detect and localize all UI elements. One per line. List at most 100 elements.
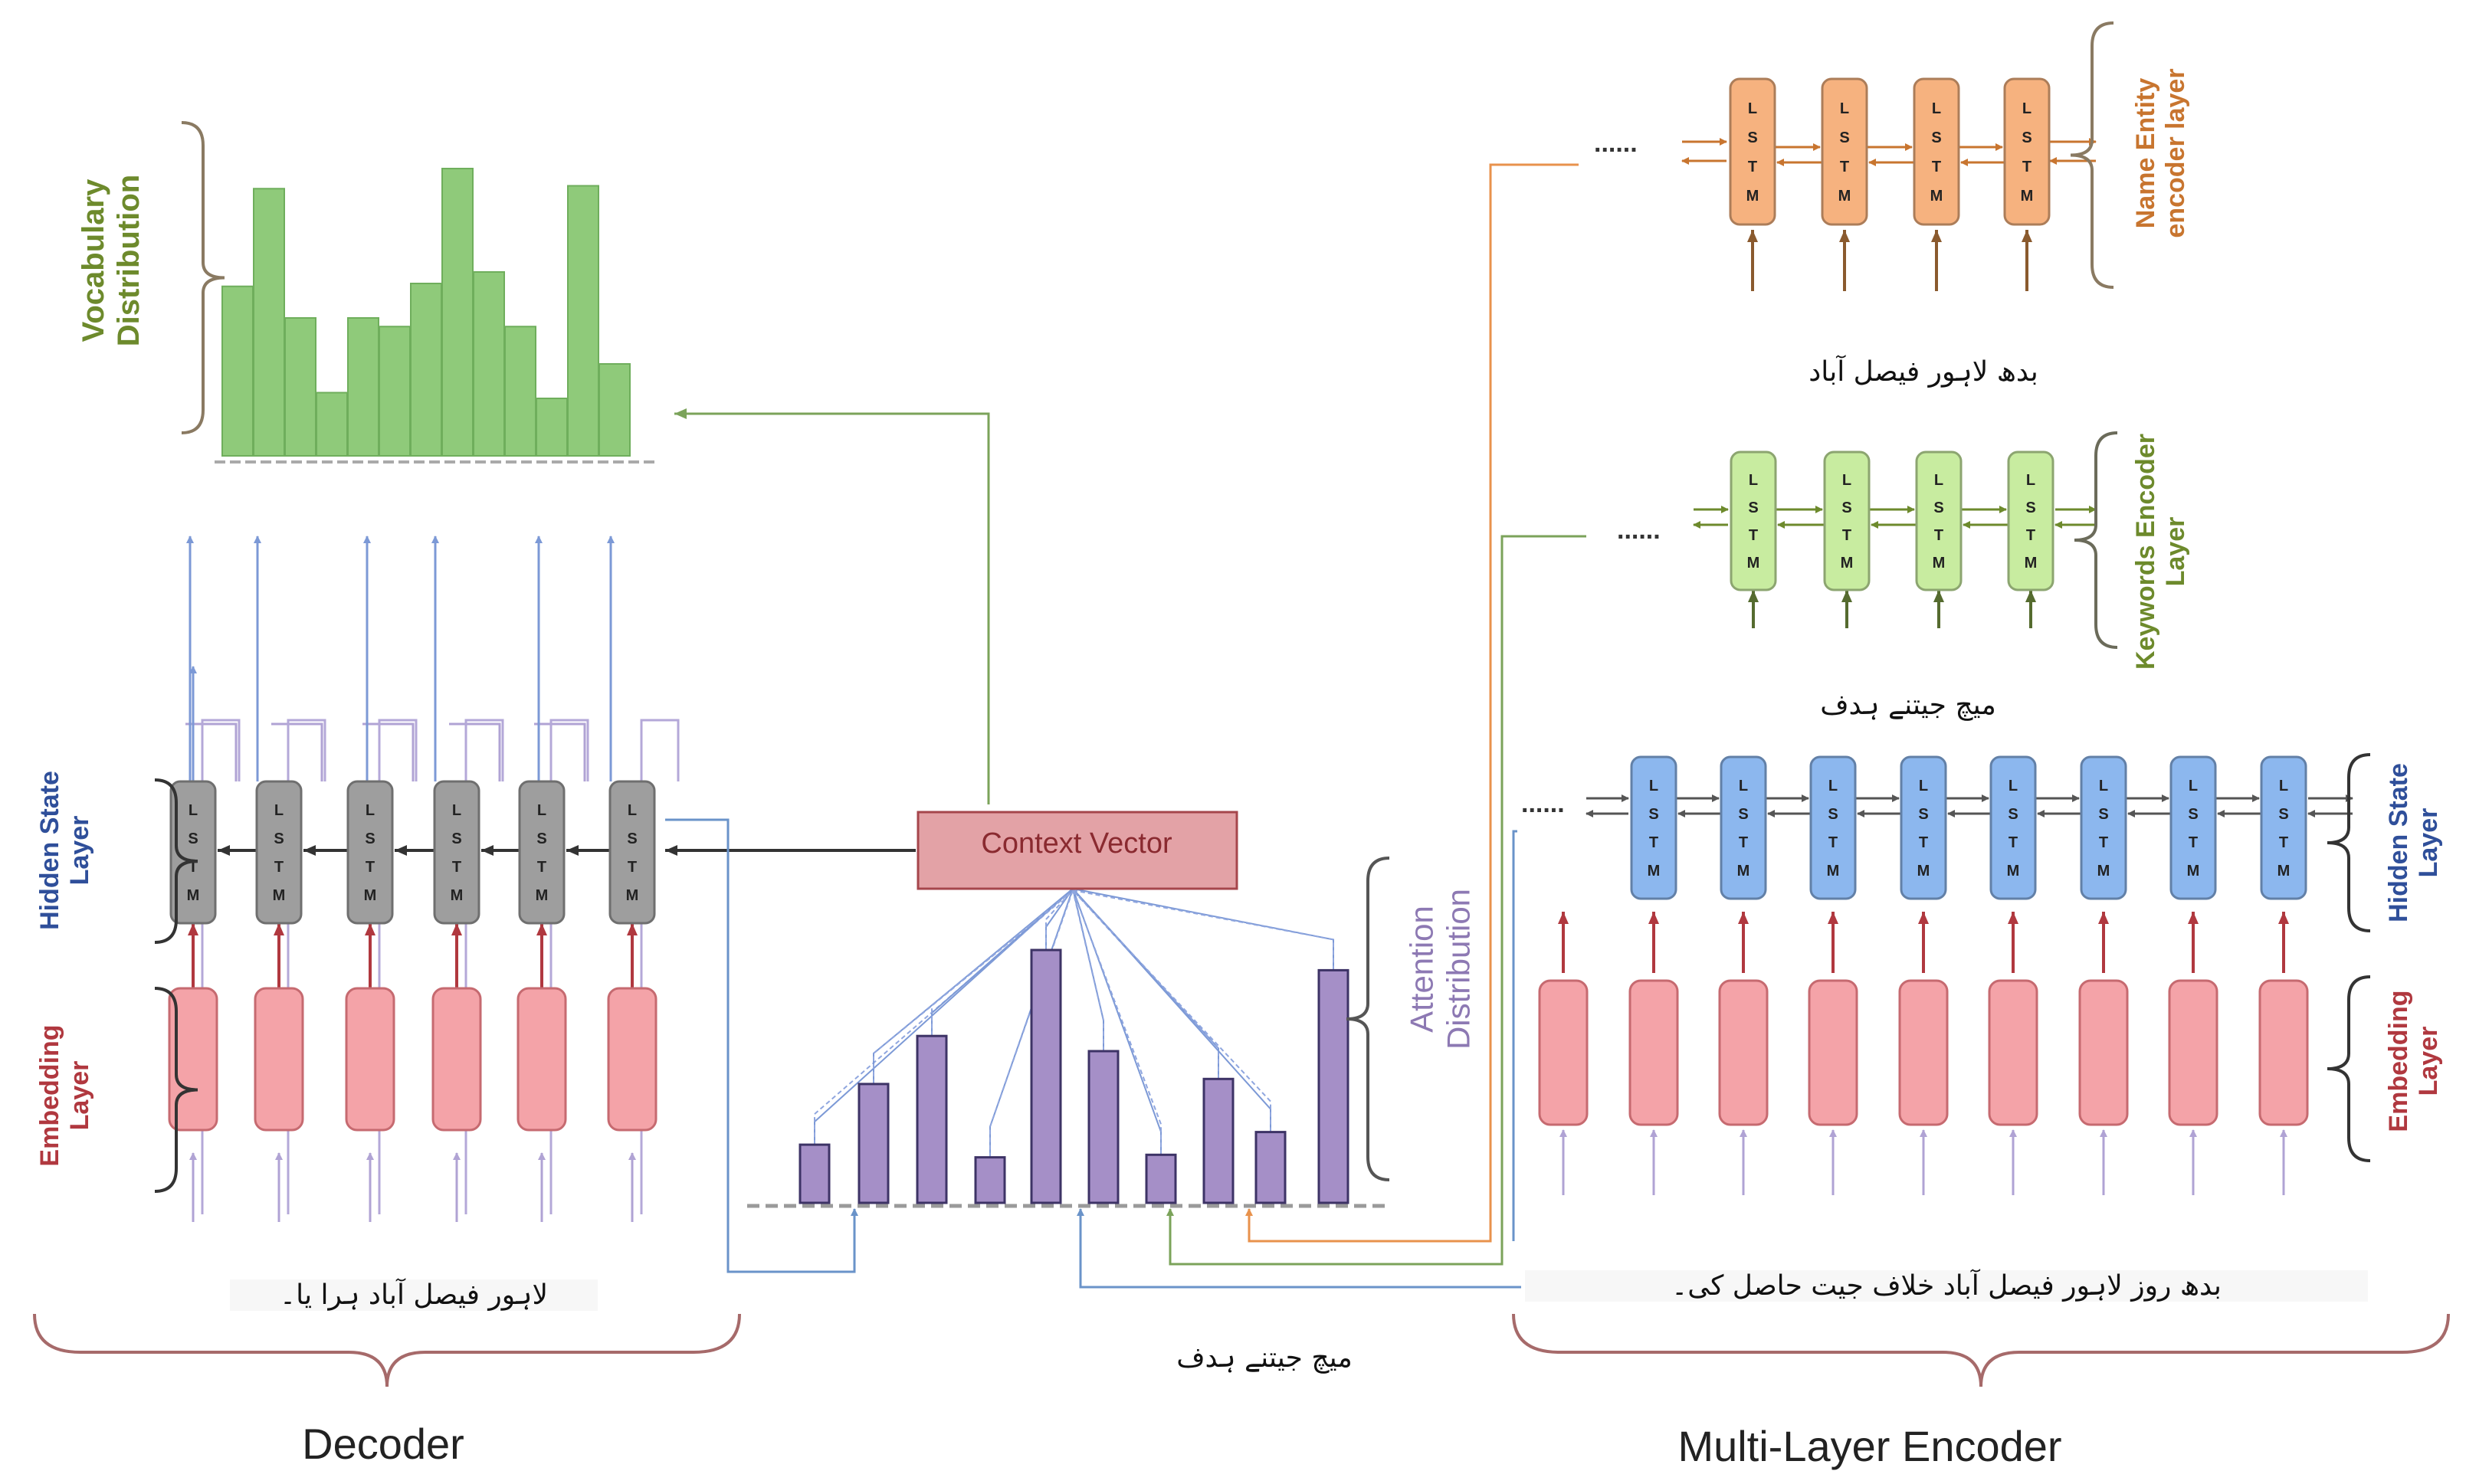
- lstm-letter: T: [366, 859, 375, 876]
- encoder-embedding-box: [2258, 979, 2309, 1126]
- encoder-embedding-box: [2078, 979, 2129, 1126]
- diagram-shapes: LSTMLSTMLSTMLSTMLSTMLSTMLSTMLSTMLSTMLSTM…: [33, 21, 2450, 1387]
- lstm-letter: T: [628, 859, 637, 876]
- decoder-embedding-box: [607, 987, 657, 1132]
- lstm-letter: L: [1649, 778, 1658, 794]
- lstm-box: [1823, 450, 1871, 591]
- feedback-loop: [464, 719, 504, 1214]
- lstm-letter: T: [2026, 527, 2035, 544]
- lstm-letter: T: [1749, 527, 1758, 544]
- attention-dashed-link: [1072, 889, 1162, 1155]
- lstm-letter: M: [1930, 188, 1943, 205]
- lstm-letter: T: [2022, 159, 2031, 175]
- feedback-loop: [287, 719, 326, 1214]
- lstm-letter: T: [2099, 834, 2108, 851]
- vocab-bar: [536, 398, 568, 457]
- lstm-letter: S: [1841, 500, 1851, 516]
- attention-dashed-link: [1045, 889, 1074, 950]
- encoder-embedding-box: [1898, 979, 1949, 1126]
- lstm-letter: T: [2189, 834, 2198, 851]
- attention-dashed-link: [1072, 889, 1219, 1079]
- lstm-box: [1915, 450, 1963, 591]
- keywords-ellipsis: ......: [1617, 516, 1661, 545]
- decoder-embedding-box: [431, 987, 482, 1132]
- lstm-letter: M: [1933, 555, 1946, 572]
- lstm-letter: L: [1842, 472, 1851, 489]
- lstm-letter: T: [1649, 834, 1658, 851]
- lstm-box: [2007, 450, 2054, 591]
- encoder-embedding-box: [1808, 979, 1858, 1126]
- lstm-letter: S: [2188, 806, 2198, 823]
- lstm-box: [1730, 450, 1777, 591]
- decoder-hidden-state-layer-label: Hidden State Layer: [34, 771, 94, 930]
- attention-bar: [1145, 1153, 1177, 1204]
- lstm-letter: S: [1828, 806, 1838, 823]
- keywords-brace: [2074, 431, 2118, 649]
- attention-link: [1045, 888, 1074, 950]
- lstm-letter: M: [1838, 188, 1851, 205]
- encoder-embedding-box: [1628, 979, 1679, 1126]
- lstm-letter: L: [1934, 472, 1943, 489]
- lstm-letter: S: [2278, 806, 2288, 823]
- lstm-letter: S: [2022, 129, 2031, 146]
- lstm-letter: S: [1933, 500, 1943, 516]
- lstm-letter: M: [2187, 863, 2200, 880]
- decoder-embedding-brace: [154, 987, 198, 1193]
- lstm-letter: M: [1827, 863, 1840, 880]
- lstm-letter: T: [1934, 527, 1943, 544]
- attention-dashed-link: [1072, 889, 1271, 1132]
- lstm-letter: M: [1917, 863, 1930, 880]
- feedback-loop: [271, 722, 323, 781]
- lstm-letter: S: [627, 830, 637, 847]
- lstm-letter: T: [1748, 159, 1757, 175]
- attention-dashed-link: [814, 889, 1074, 1145]
- lstm-letter: M: [536, 887, 549, 904]
- lstm-letter: S: [2025, 500, 2035, 516]
- vocab-bar: [221, 285, 254, 457]
- lstm-box: [2260, 755, 2307, 900]
- keywords-encoder-layer-label: Keywords Encoder Layer: [2130, 434, 2190, 670]
- feedback-loop: [534, 722, 586, 781]
- lstm-letter: L: [1748, 100, 1757, 117]
- encoder-input-urdu-text: بدھ روز لاہور فیصل آباد خلاف جیت حاصل کی…: [1525, 1270, 2368, 1302]
- encoder-ellipsis: ......: [1521, 789, 1565, 818]
- lstm-letter: S: [1648, 806, 1658, 823]
- lstm-box: [608, 780, 656, 925]
- encoder-embedding-box: [2168, 979, 2218, 1126]
- lstm-letter: M: [1747, 555, 1760, 572]
- attention-bar: [974, 1156, 1006, 1204]
- lstm-letter: S: [536, 830, 546, 847]
- lstm-letter: M: [187, 887, 200, 904]
- lstm-box: [518, 780, 566, 925]
- vocab-bar: [284, 317, 316, 457]
- lstm-letter: T: [1828, 834, 1838, 851]
- context-vector-box: [917, 811, 1238, 890]
- lstm-letter: L: [366, 802, 375, 819]
- lstm-box: [1630, 755, 1677, 900]
- lstm-letter: M: [273, 887, 286, 904]
- multi-layer-encoder-title: Multi-Layer Encoder: [1677, 1422, 2062, 1470]
- lstm-letter: M: [626, 887, 639, 904]
- context-to-vocab-arrow: [674, 408, 990, 804]
- decoder-hidden-state-brace: [154, 778, 198, 944]
- lstm-box: [1729, 77, 1776, 226]
- lstm-box: [2080, 755, 2127, 900]
- lstm-letter: L: [189, 802, 198, 819]
- lstm-letter: S: [1931, 129, 1941, 146]
- encoder-embedding-box: [1988, 979, 2038, 1126]
- lstm-letter: L: [2022, 100, 2031, 117]
- decoder-embedding-box: [254, 987, 304, 1132]
- lstm-box: [1913, 77, 1960, 226]
- lstm-letter: M: [2025, 555, 2038, 572]
- lstm-letter: T: [1919, 834, 1928, 851]
- keywords-urdu-text: میچ جیتنے ہدف: [1820, 690, 1996, 721]
- vocab-brace: [181, 121, 225, 434]
- lstm-letter: T: [537, 859, 546, 876]
- lstm-letter: S: [1748, 500, 1758, 516]
